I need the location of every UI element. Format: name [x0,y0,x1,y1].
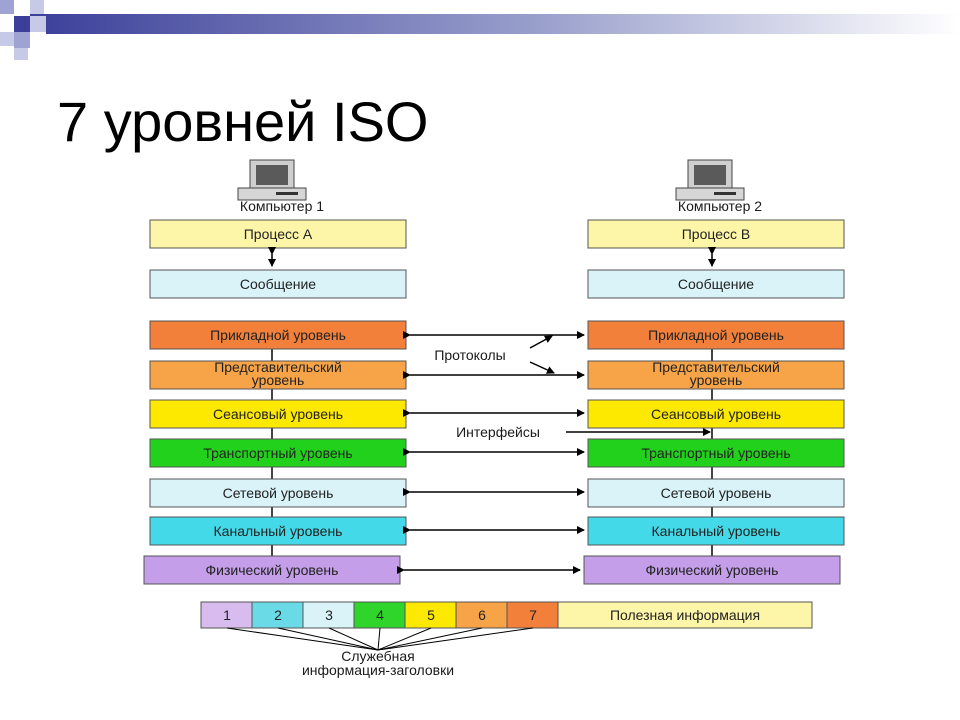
layer-presentation-left [149,360,407,390]
packet-structure: 1 2 3 4 5 6 7 Полезная информация Служеб… [200,601,813,678]
process-right-label: Процесс B [682,226,751,242]
layer-datalink-left [149,516,407,546]
packet-cell-3 [302,601,355,629]
layer-presentation-right-label-1: Представительский [652,359,780,375]
layer-session-left [149,399,407,429]
protocols-label: Протоколы [434,347,505,363]
header-caption-line2: информация-заголовки [302,662,454,678]
layer-transport-right-label: Транспортный уровень [641,445,790,461]
process-left-box [149,219,407,249]
layer-session-left-label: Сеансовый уровень [213,406,343,422]
packet-cell-4-label: 4 [376,607,384,623]
layer-network-left-label: Сетевой уровень [223,485,334,501]
message-right-box [587,269,845,299]
layer-presentation-left-label-1: Представительский [214,359,342,375]
computer-left-icon [237,159,307,201]
packet-cell-5 [404,601,457,629]
computer-left-label: Компьютер 1 [240,198,324,214]
layer-session-right [587,399,845,429]
packet-payload [557,601,813,629]
layer-session-right-label: Сеансовый уровень [651,406,781,422]
packet-payload-label: Полезная информация [610,607,760,623]
layer-transport-left-label: Транспортный уровень [203,445,352,461]
interfaces-label: Интерфейсы [456,424,540,440]
slide-decoration [0,0,960,60]
computer-right-label: Компьютер 2 [678,198,762,214]
packet-cell-5-label: 5 [427,607,435,623]
layer-network-right [587,478,845,508]
layer-presentation-right [587,360,845,390]
packet-cell-6-label: 6 [478,607,486,623]
packet-cell-3-label: 3 [325,607,333,623]
layer-datalink-right [587,516,845,546]
layer-presentation-left-label-2: уровень [252,372,305,388]
layer-network-left [149,478,407,508]
layer-physical-left-label: Физический уровень [206,562,339,578]
packet-cell-7 [506,601,559,629]
layer-application-right-label: Прикладной уровень [648,327,784,343]
packet-cell-1-label: 1 [223,607,231,623]
computer-right-icon [675,159,745,201]
layer-transport-left [149,438,407,468]
message-left-label: Сообщение [240,276,316,292]
message-right-label: Сообщение [678,276,754,292]
layer-physical-right [583,555,841,585]
layer-application-left-label: Прикладной уровень [210,327,346,343]
header-caption-line1: Служебная [341,648,415,664]
layer-presentation-right-label-2: уровень [690,372,743,388]
packet-cell-1 [200,601,253,629]
layer-network-right-label: Сетевой уровень [661,485,772,501]
packet-cell-4 [353,601,406,629]
layer-datalink-left-label: Канальный уровень [214,523,343,539]
layer-physical-left [143,555,401,585]
layer-transport-right [587,438,845,468]
slide-title: 7 уровней ISO [57,90,429,153]
layer-application-left [149,320,407,350]
layer-application-right [587,320,845,350]
packet-cell-7-label: 7 [529,607,537,623]
packet-cell-2 [251,601,304,629]
process-left-label: Процесс A [244,226,313,242]
process-right-box [587,219,845,249]
layer-datalink-right-label: Канальный уровень [652,523,781,539]
message-left-box [149,269,407,299]
layer-physical-right-label: Физический уровень [646,562,779,578]
packet-cell-2-label: 2 [274,607,282,623]
